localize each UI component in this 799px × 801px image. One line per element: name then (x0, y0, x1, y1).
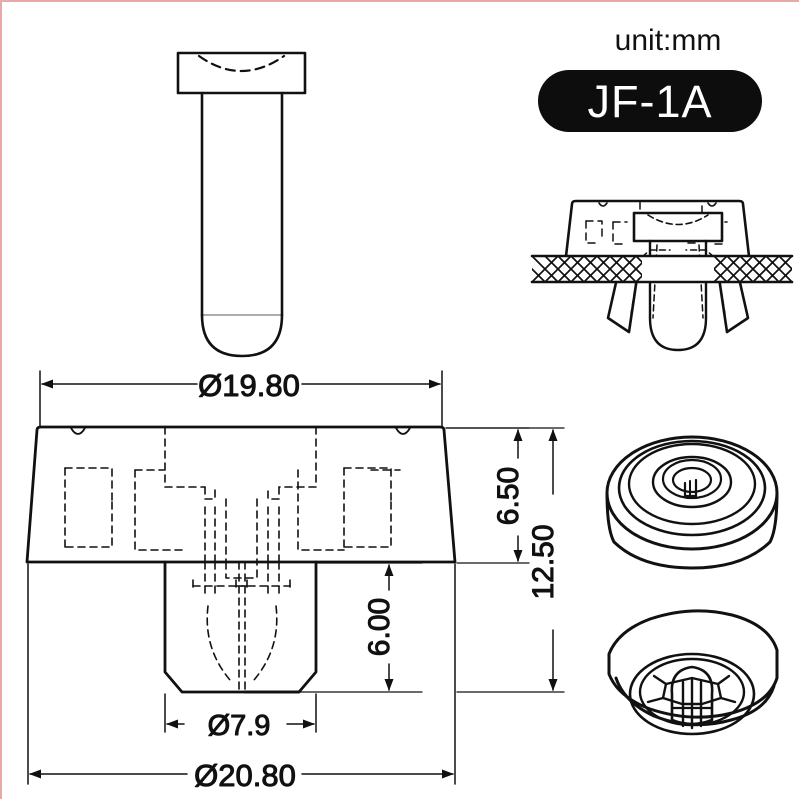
pin-elevation-view (176, 51, 307, 358)
dimension-height-6-00: 6.00 (300, 562, 423, 693)
dimension-dia-19-80: Ø19.80 (39, 368, 443, 427)
dimension-height-6-50: 6.50 (445, 427, 530, 564)
dimension-label-height-6-00: 6.00 (363, 598, 396, 656)
part-code-badge: JF-1A (538, 70, 762, 132)
unit-label: unit:mm (614, 24, 722, 57)
part-code-label: JF-1A (587, 75, 713, 127)
dimension-dia-20-80: Ø20.80 (27, 563, 456, 794)
isometric-top-view (605, 435, 779, 570)
dimension-label-height-12-50: 12.50 (527, 524, 560, 599)
dimension-label-height-6-50: 6.50 (492, 467, 525, 525)
dimension-label-dia-19-80: Ø19.80 (198, 368, 300, 403)
body-section-view (25, 425, 457, 694)
installed-assembly-view (530, 199, 794, 352)
dimension-label-dia-7-9: Ø7.9 (208, 710, 271, 742)
dimension-height-12-50: 12.50 (445, 427, 565, 693)
dimension-dia-7-9: Ø7.9 (164, 693, 317, 743)
isometric-bottom-view (607, 609, 779, 736)
dimension-label-dia-20-80: Ø20.80 (194, 758, 296, 793)
